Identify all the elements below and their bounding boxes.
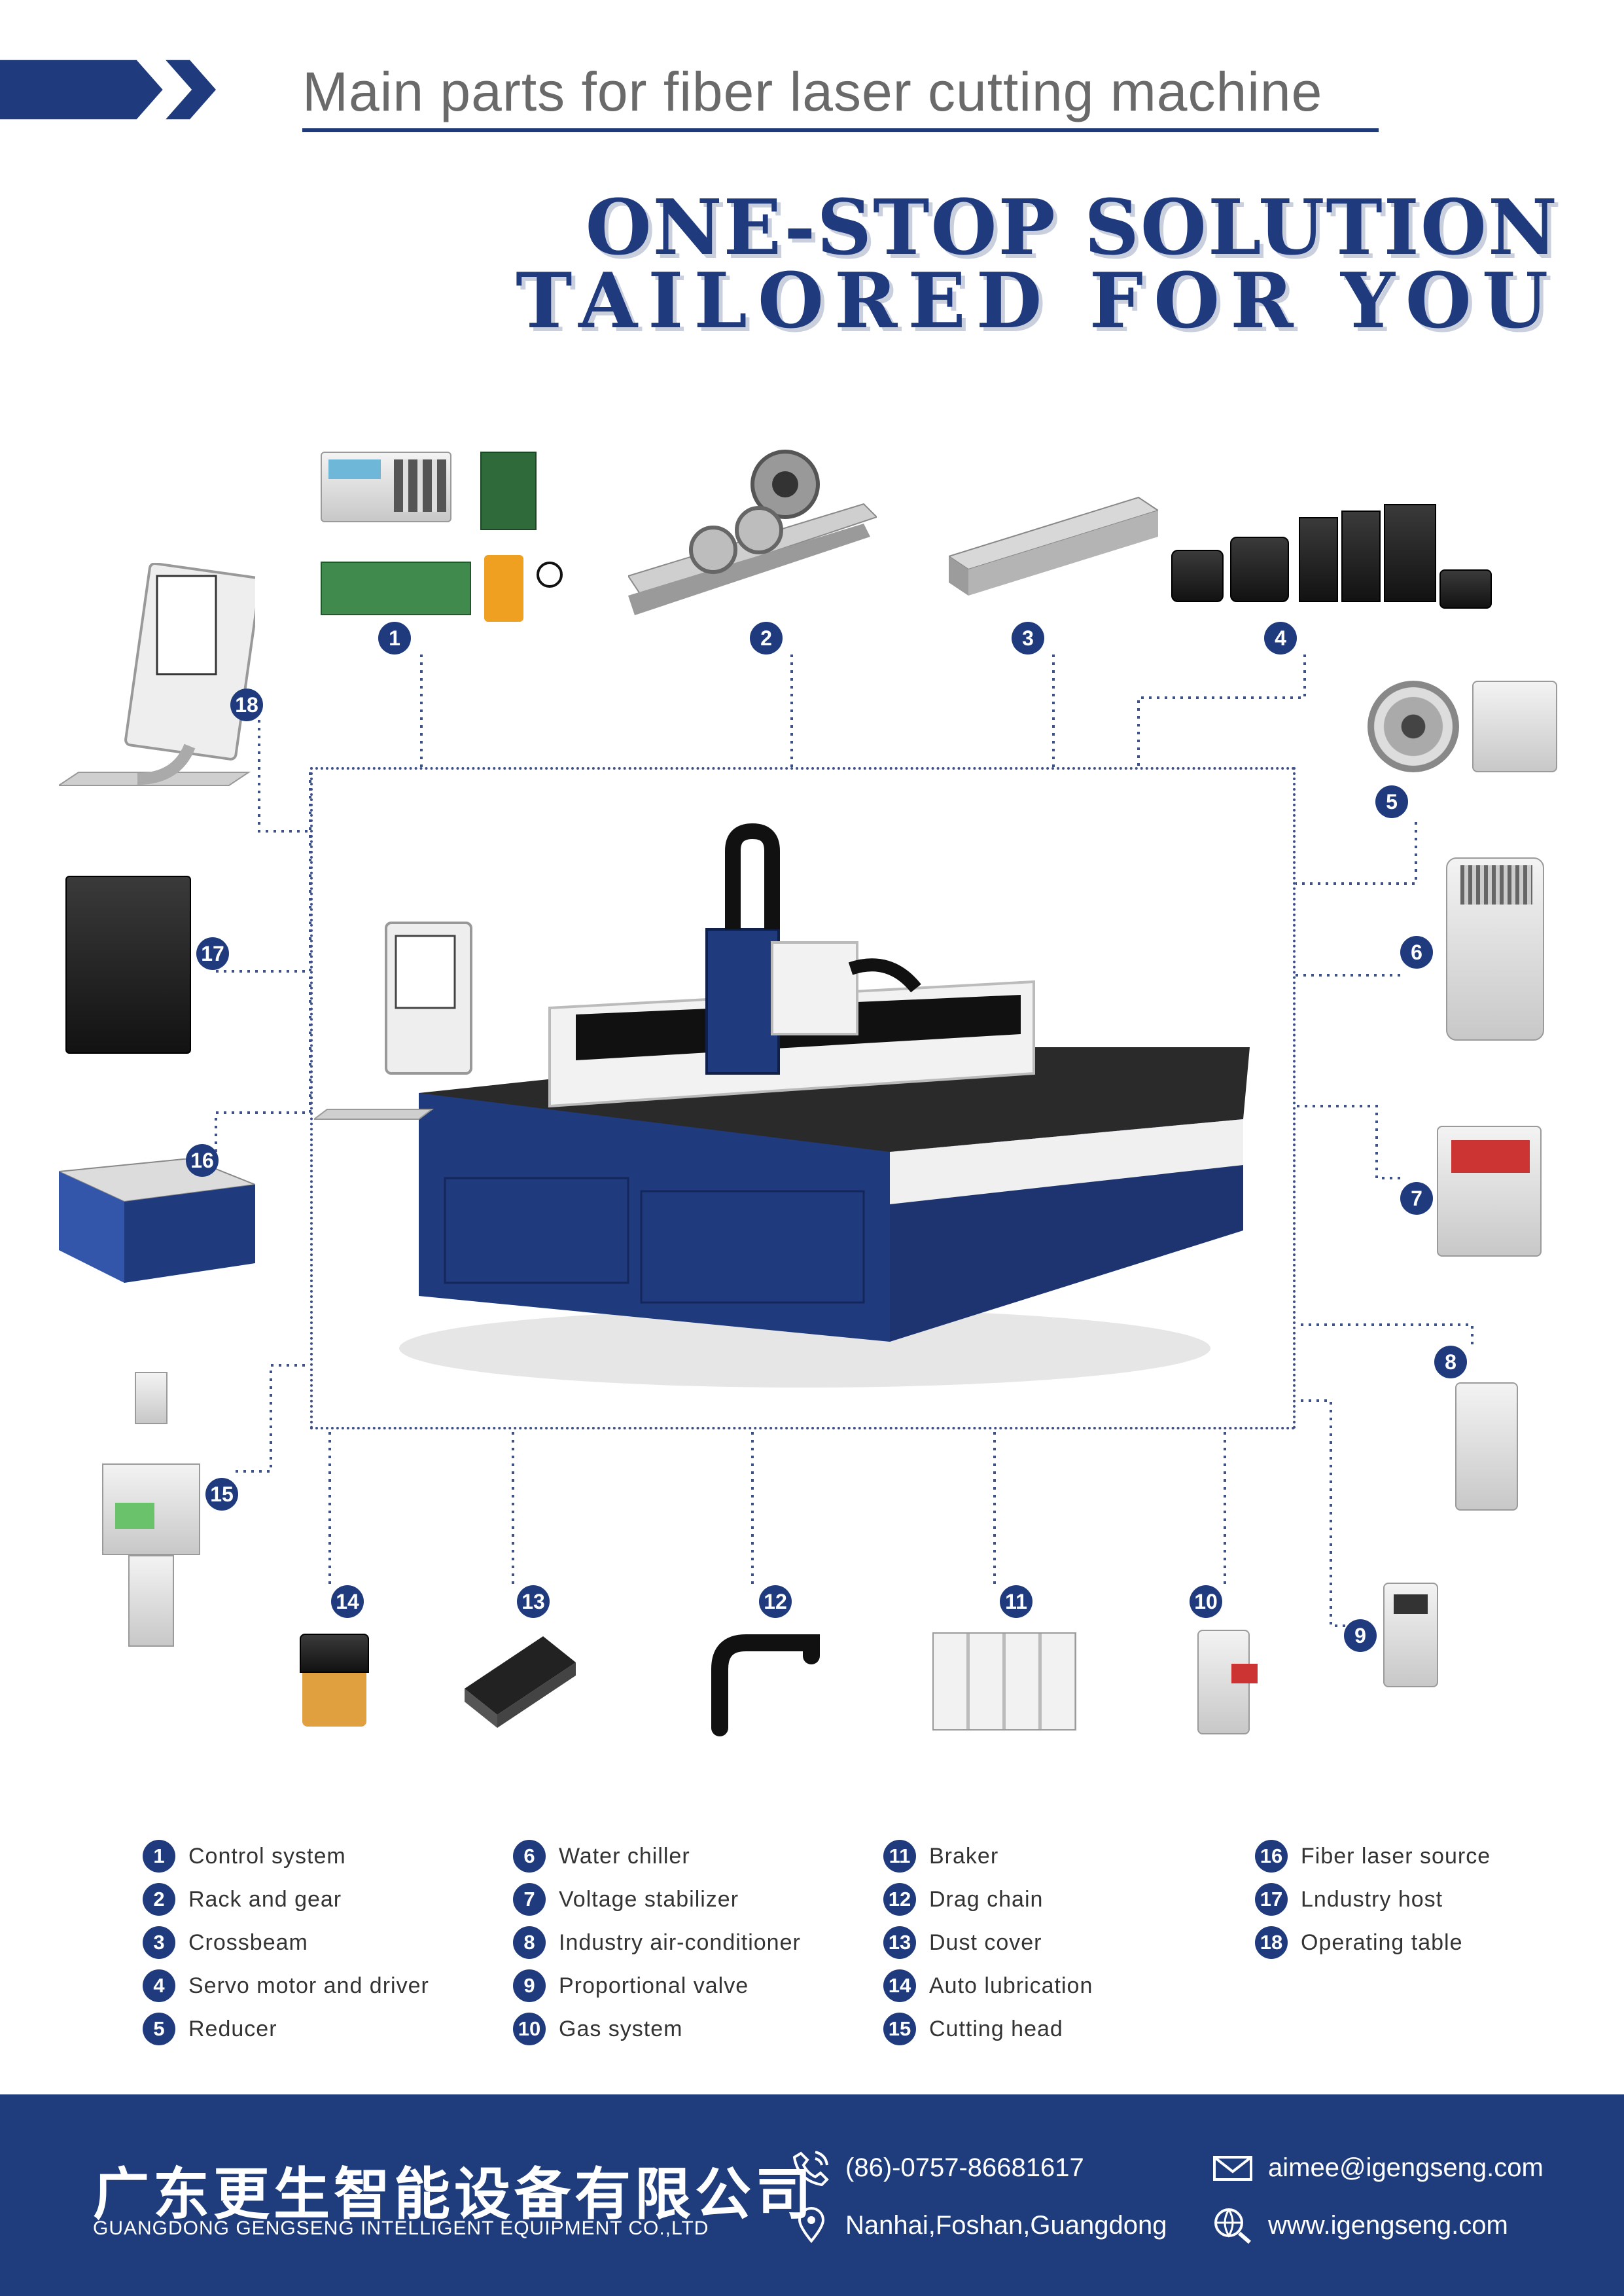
marker-14: 14 xyxy=(331,1585,364,1618)
part-rack-and-gear xyxy=(628,450,877,615)
marker-16: 16 xyxy=(186,1144,219,1177)
phone-icon xyxy=(792,2151,829,2187)
marker-1: 1 xyxy=(378,622,411,655)
part-servo-motor-driver xyxy=(1171,491,1498,615)
address-text: Nanhai,Foshan,Guangdong xyxy=(845,2210,1167,2240)
marker-5: 5 xyxy=(1375,785,1408,818)
footer-website[interactable]: www.igengseng.com xyxy=(1212,2206,1508,2245)
location-pin-icon xyxy=(798,2207,825,2244)
part-gas-system xyxy=(1197,1630,1258,1734)
marker-9: 9 xyxy=(1344,1619,1377,1652)
marker-11: 11 xyxy=(1000,1585,1033,1618)
footer-email[interactable]: aimee@igengseng.com xyxy=(1212,2148,1544,2187)
machine-frame xyxy=(310,767,1296,1429)
slogan-line-2: TAILORED FOR YOU xyxy=(516,257,1559,346)
marker-10: 10 xyxy=(1190,1585,1222,1618)
part-voltage-stabilizer xyxy=(1437,1126,1542,1257)
envelope-icon xyxy=(1213,2156,1252,2181)
part-operating-table xyxy=(59,563,255,786)
footer-band xyxy=(0,2094,1624,2296)
marker-7: 7 xyxy=(1400,1182,1433,1215)
part-cutting-head xyxy=(102,1372,213,1649)
part-water-chiller xyxy=(1446,857,1544,1041)
marker-3: 3 xyxy=(1012,622,1044,655)
part-crossbeam xyxy=(949,496,1158,596)
phone-text: (86)-0757-86681617 xyxy=(845,2153,1084,2182)
marker-18: 18 xyxy=(230,689,263,721)
page-title: Main parts for fiber laser cutting machi… xyxy=(302,61,1323,122)
part-control-system xyxy=(321,452,576,622)
company-name-cn: 广东更生智能设备有限公司 xyxy=(93,2162,815,2227)
part-industry-host xyxy=(65,876,191,1054)
part-braker xyxy=(932,1632,1076,1731)
slogan-line-1: ONE-STOP SOLUTION xyxy=(585,183,1559,272)
part-fiber-laser-source xyxy=(59,1158,255,1283)
header-chevron-bar xyxy=(0,60,216,120)
part-industry-air-conditioner xyxy=(1455,1382,1518,1511)
website-link[interactable]: www.igengseng.com xyxy=(1268,2210,1508,2240)
title-underline xyxy=(302,128,1379,132)
marker-2: 2 xyxy=(750,622,783,655)
marker-12: 12 xyxy=(759,1585,792,1618)
fiber-laser-cutting-machine xyxy=(314,823,1250,1388)
marker-6: 6 xyxy=(1400,936,1433,969)
part-reducer xyxy=(1368,681,1564,779)
marker-13: 13 xyxy=(517,1585,550,1618)
marker-15: 15 xyxy=(205,1478,238,1511)
part-drag-chain xyxy=(711,1634,820,1736)
marker-4: 4 xyxy=(1264,622,1297,655)
marker-17: 17 xyxy=(196,937,229,970)
footer-phone: (86)-0757-86681617 xyxy=(792,2148,1084,2187)
marker-8: 8 xyxy=(1434,1346,1467,1378)
footer-address: Nanhai,Foshan,Guangdong xyxy=(792,2206,1167,2245)
part-auto-lubrication xyxy=(300,1634,369,1727)
company-name-en: GUANGDONG GENGSENG INTELLIGENT EQUIPMENT… xyxy=(93,2217,709,2239)
part-dust-cover xyxy=(465,1636,576,1728)
email-link[interactable]: aimee@igengseng.com xyxy=(1268,2153,1544,2182)
part-proportional-valve xyxy=(1383,1583,1438,1687)
globe-search-icon xyxy=(1214,2208,1251,2244)
